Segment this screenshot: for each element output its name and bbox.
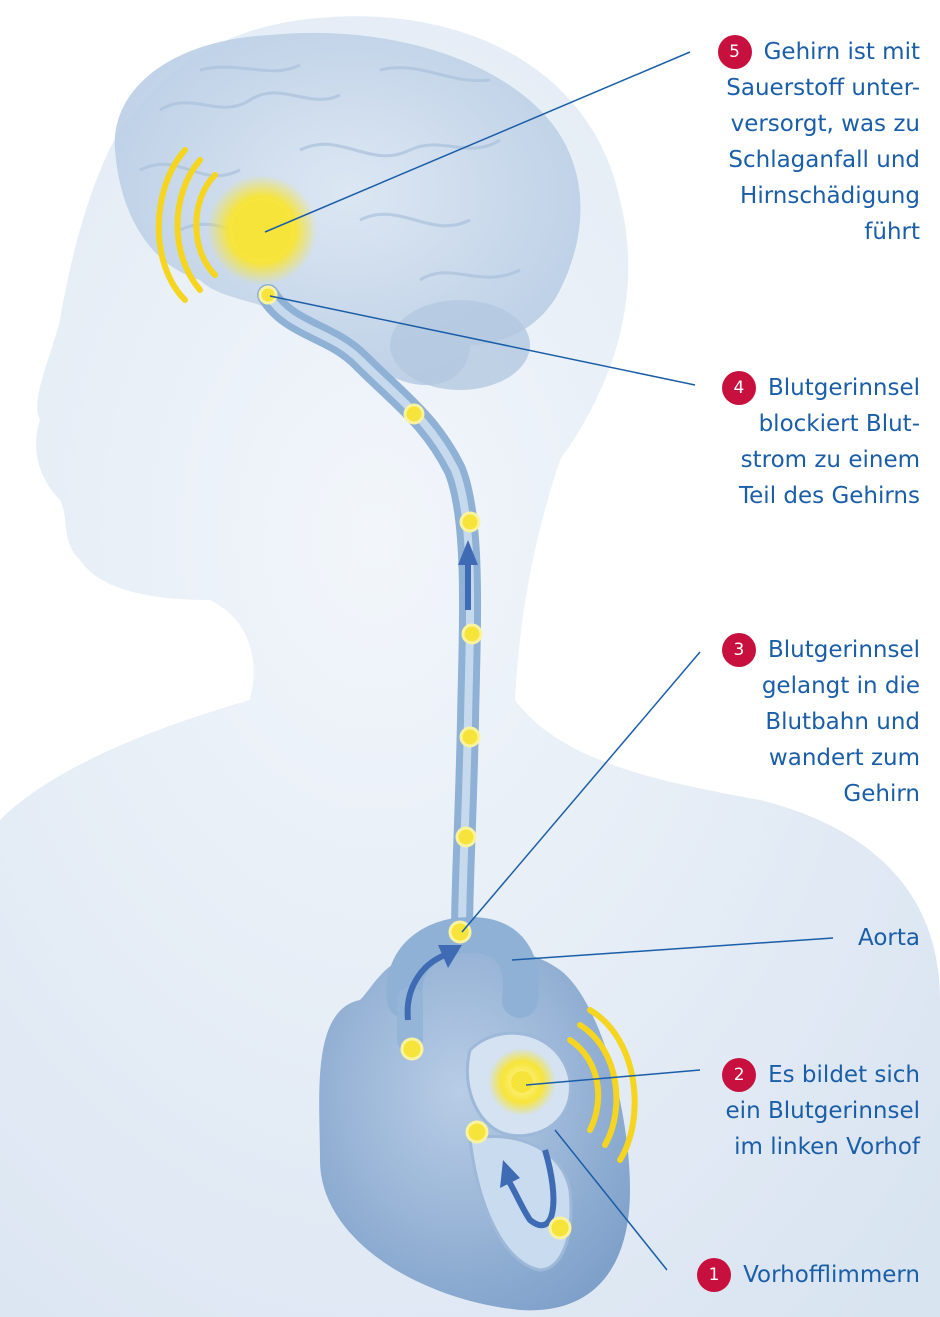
label-aorta: Aorta bbox=[858, 920, 920, 956]
step-badge: 5 bbox=[718, 35, 752, 69]
label-line: Aorta bbox=[858, 920, 920, 956]
label-step-1: 1 Vorhofflimmern bbox=[697, 1255, 920, 1293]
clot-marker bbox=[467, 1122, 487, 1142]
clot-marker bbox=[405, 405, 423, 423]
clot-marker bbox=[457, 828, 475, 846]
label-line: wandert zum bbox=[722, 740, 920, 776]
label-line: führt bbox=[718, 214, 920, 250]
label-line: Blutbahn und bbox=[722, 704, 920, 740]
label-line: Sauerstoff unter- bbox=[718, 70, 920, 106]
label-line: Blutgerinnsel bbox=[768, 632, 920, 668]
brain-clot-core bbox=[232, 200, 292, 260]
step-badge: 4 bbox=[722, 371, 756, 405]
label-line: Es bildet sich bbox=[768, 1057, 920, 1093]
label-line: ein Blutgerinnsel bbox=[722, 1093, 920, 1129]
label-step-3: 3 Blutgerinnsel gelangt in die Blutbahn u… bbox=[722, 630, 920, 812]
label-line: Blutgerinnsel bbox=[768, 370, 920, 406]
label-step-4: 4 Blutgerinnsel blockiert Blut- strom zu … bbox=[722, 368, 920, 514]
clot-marker bbox=[461, 513, 479, 531]
label-line: Hirnschädigung bbox=[718, 178, 920, 214]
label-line: Schlaganfall und bbox=[718, 142, 920, 178]
cerebellum bbox=[390, 300, 530, 390]
clot-marker bbox=[463, 625, 481, 643]
label-line: Gehirn ist mit bbox=[764, 34, 920, 70]
label-step-5: 5 Gehirn ist mit Sauerstoff unter- versor… bbox=[718, 32, 920, 250]
clot-marker bbox=[260, 287, 276, 303]
label-line: im linken Vorhof bbox=[722, 1129, 920, 1165]
step-badge: 3 bbox=[722, 633, 756, 667]
label-line: versorgt, was zu bbox=[718, 106, 920, 142]
clot-marker bbox=[550, 1218, 570, 1238]
step-badge: 2 bbox=[722, 1058, 756, 1092]
label-line: strom zu einem bbox=[722, 442, 920, 478]
clot-marker bbox=[461, 728, 479, 746]
heart-clot-core bbox=[511, 1071, 533, 1093]
clot-marker bbox=[402, 1039, 422, 1059]
step-badge: 1 bbox=[697, 1258, 731, 1292]
label-line: blockiert Blut- bbox=[722, 406, 920, 442]
label-line: Gehirn bbox=[722, 776, 920, 812]
label-step-2: 2 Es bildet sich ein Blutgerinnsel im lin… bbox=[722, 1055, 920, 1165]
label-line: gelangt in die bbox=[722, 668, 920, 704]
label-line: Vorhofflimmern bbox=[743, 1257, 920, 1293]
label-line: Teil des Gehirns bbox=[722, 478, 920, 514]
